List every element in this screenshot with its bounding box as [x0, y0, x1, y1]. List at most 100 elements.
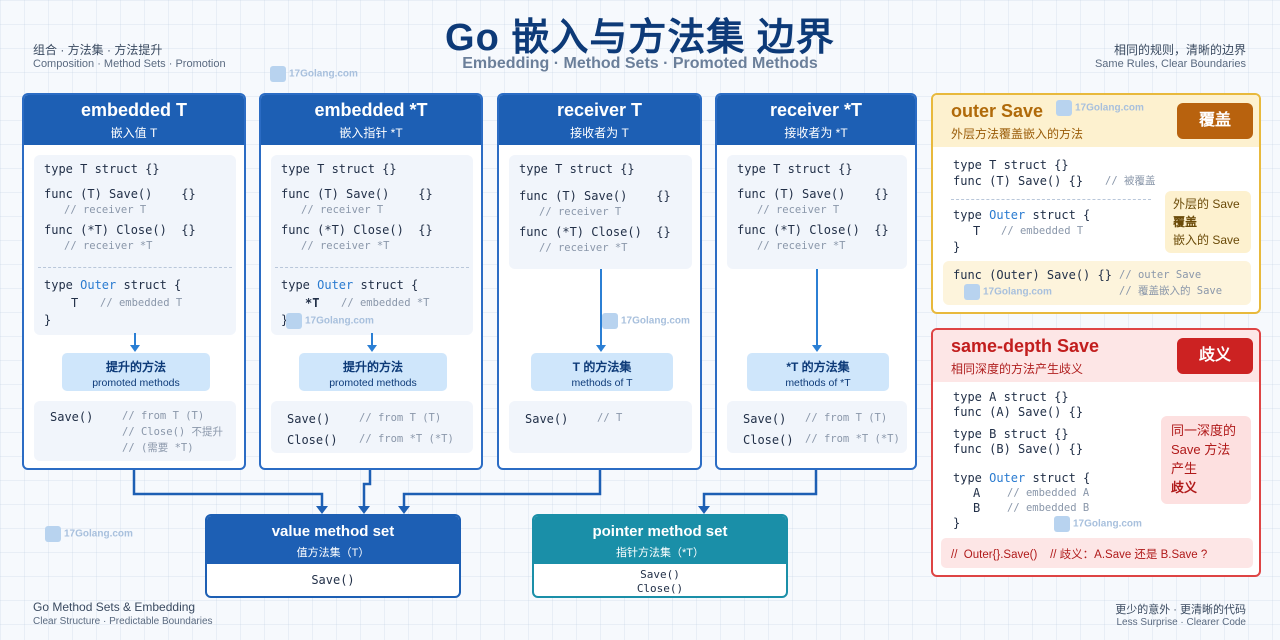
pill-title: *T 的方法集: [786, 360, 850, 374]
method-name: Save(): [50, 410, 94, 424]
column-header: receiver *T 接收者为 *T: [717, 95, 915, 145]
code-line: func (B) Save() {}: [953, 442, 1084, 456]
connector-col2-value: [362, 470, 372, 508]
method-set-pill: T 的方法集 methods of T: [531, 353, 673, 391]
code-line: type T struct {}: [44, 162, 160, 176]
method-name: Close(): [287, 433, 338, 447]
note-line: 覆盖: [1173, 215, 1198, 229]
code-line: }: [953, 516, 961, 530]
note-line: 产生: [1171, 460, 1198, 476]
footer-right-cn: 更少的意外 · 更清晰的代码: [1115, 604, 1246, 616]
code-divider: [275, 267, 469, 268]
ambiguity-footer: // Outer{}.Save() // 歧义：A.Save 还是 B.Save…: [941, 538, 1253, 568]
method-name: Save(): [311, 573, 355, 587]
column-subtitle: 嵌入指针 *T: [339, 126, 403, 140]
ambiguity-note: 同一深度的 Save 方法 产生 歧义: [1161, 416, 1251, 504]
column-header: embedded T 嵌入值 T: [24, 95, 244, 145]
code-comment: // embedded T: [100, 297, 183, 309]
code-line: type B struct {}: [953, 427, 1069, 441]
page-title: Go 嵌入与方法集 边界: [445, 17, 835, 59]
code-comment: // receiver *T: [757, 240, 846, 252]
card-header: outer Save 外层方法覆盖嵌入的方法 覆盖: [933, 95, 1259, 147]
code-line: func (T) Save() {}: [737, 187, 889, 201]
code-line: type Outer struct {: [281, 278, 419, 292]
flow-arrowhead: [367, 345, 377, 352]
watermark-logo-icon: [286, 313, 302, 329]
arrowhead-pointer: [698, 506, 710, 514]
flow-arrow: [600, 269, 602, 347]
column-title: embedded *T: [314, 100, 428, 120]
code-comment: // receiver *T: [301, 240, 390, 252]
code-comment: // 被覆盖: [1105, 175, 1156, 187]
override-badge: 覆盖: [1177, 103, 1253, 139]
code-line: func (*T) Close() {}: [737, 223, 889, 237]
code-line: func (T) Save() {}: [281, 187, 433, 201]
code-line: func (*T) Close() {}: [281, 223, 433, 237]
method-comment: // from T (T): [805, 412, 888, 424]
code-line: B: [973, 501, 981, 515]
code-card: type T struct {} func (T) Save() {} // r…: [271, 155, 473, 335]
footer-left-subtitle: Clear Structure · Predictable Boundaries: [33, 616, 213, 627]
column-header: receiver T 接收者为 T: [499, 95, 700, 145]
code-line: func (Outer) Save() {}: [953, 268, 1112, 282]
column-title: receiver T: [556, 100, 643, 120]
flow-arrow: [816, 269, 818, 347]
same-depth-save-card: same-depth Save 相同深度的方法产生歧义 歧义 type A st…: [931, 328, 1261, 577]
method-comment: // from T (T): [359, 412, 442, 424]
method-list: Save() // from T (T) // Close() 不提升 // (…: [34, 401, 236, 461]
note-line: 外层的 Save: [1173, 197, 1240, 211]
code-line: func (*T) Close() {}: [44, 223, 196, 237]
code-line: type Outer struct {: [953, 208, 1091, 222]
watermark: 17Golang.com: [964, 284, 1052, 300]
code-comment: // receiver *T: [64, 240, 153, 252]
note-line: 同一深度的: [1171, 423, 1237, 438]
method-name: Save(): [525, 412, 569, 426]
method-list: Save() // T: [509, 401, 692, 453]
code-line: T: [973, 224, 981, 238]
column-embedded-ptr-t: embedded *T 嵌入指针 *T type T struct {} fun…: [259, 93, 483, 470]
flow-arrow: [134, 333, 136, 347]
code-line: func (*T) Close() {}: [519, 225, 671, 239]
code-card: type T struct {} func (T) Save() {} // r…: [34, 155, 236, 335]
watermark: 17Golang.com: [45, 526, 133, 542]
method-set-subtitle: 值方法集（T）: [296, 547, 370, 559]
method-set-header: pointer method set 指针方法集（*T）: [534, 516, 786, 564]
override-note: 外层的 Save 覆盖 嵌入的 Save: [1165, 191, 1251, 253]
header-right-cn: 相同的规则，清晰的边界: [1113, 43, 1246, 57]
promoted-methods-pill: 提升的方法 promoted methods: [62, 353, 210, 391]
code-comment: // embedded *T: [341, 297, 430, 309]
arrowhead-value-1: [316, 506, 328, 514]
code-line: }: [44, 313, 52, 327]
code-line: func (A) Save() {}: [953, 405, 1084, 419]
column-receiver-t: receiver T 接收者为 T type T struct {} func …: [497, 93, 702, 470]
code-comment: // receiver T: [539, 206, 622, 218]
flow-arrow: [371, 333, 373, 347]
watermark-logo-icon: [1054, 516, 1070, 532]
header-left-cn: 组合 · 方法集 · 方法提升: [33, 43, 163, 57]
code-line: A: [973, 486, 981, 500]
code-comment: // 覆盖嵌入的 Save: [1119, 285, 1223, 297]
method-comment: // (需要 *T): [122, 442, 194, 454]
method-set-pill: *T 的方法集 methods of *T: [747, 353, 889, 391]
method-name: Close(): [636, 582, 684, 595]
code-line: type T struct {}: [953, 158, 1069, 172]
watermark-logo-icon: [45, 526, 61, 542]
card-subtitle: 相同深度的方法产生歧义: [951, 362, 1084, 376]
header-left-en: Composition · Method Sets · Promotion: [33, 58, 226, 70]
method-name: Save(): [287, 412, 331, 426]
watermark: 17Golang.com: [602, 313, 690, 329]
watermark-logo-icon: [964, 284, 980, 300]
code-line: type T struct {}: [281, 162, 397, 176]
footer-right-en: Less Surprise · Clearer Code: [1116, 617, 1247, 628]
pill-title: T 的方法集: [572, 360, 632, 374]
pill-subtitle: methods of T: [571, 377, 633, 389]
method-list: Save() // from T (T) Close() // from *T …: [727, 401, 907, 453]
code-divider: [38, 267, 232, 268]
page-subtitle: Embedding · Method Sets · Promoted Metho…: [462, 55, 818, 72]
card-title: outer Save: [951, 101, 1044, 121]
method-comment: // Close() 不提升: [122, 426, 224, 438]
outer-save-method: func (Outer) Save() {} // outer Save // …: [943, 261, 1251, 305]
promoted-methods-pill: 提升的方法 promoted methods: [299, 353, 447, 391]
card-subtitle: 外层方法覆盖嵌入的方法: [951, 127, 1084, 141]
method-set-title: pointer method set: [592, 523, 728, 540]
